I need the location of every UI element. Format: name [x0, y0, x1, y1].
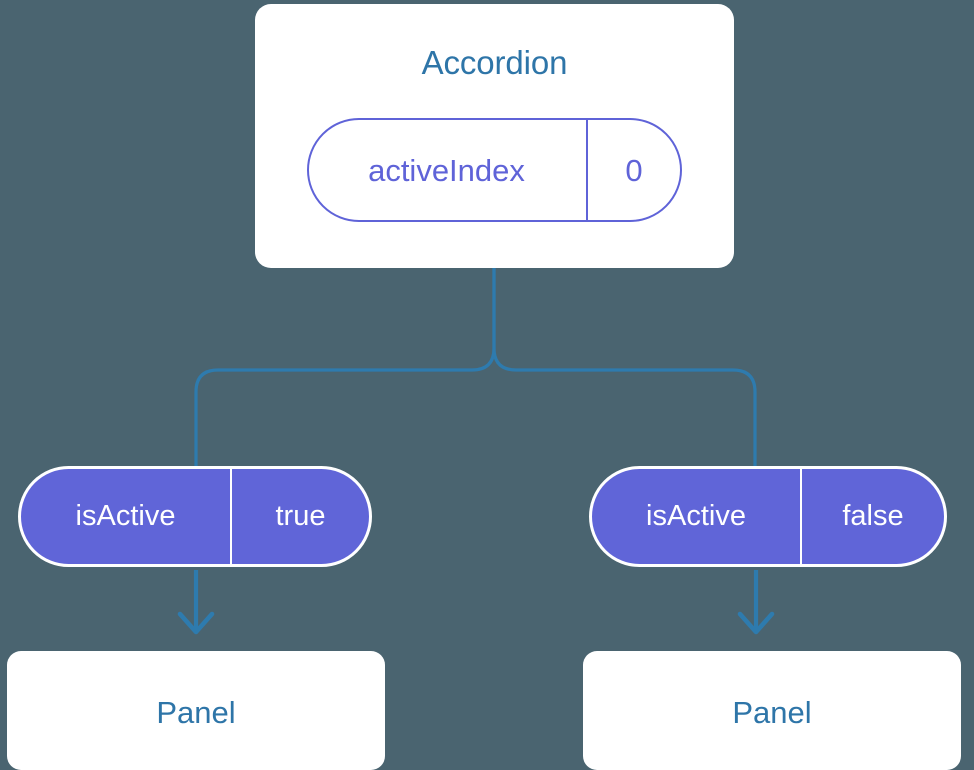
arrow-right-pill-to-panel — [737, 570, 775, 635]
prop-value-label-left: true — [275, 500, 326, 532]
prop-key-label-left: isActive — [21, 469, 232, 564]
arrow-left-pill-to-panel — [177, 570, 215, 635]
panel-component-card-right[interactable]: Panel — [583, 651, 961, 770]
prop-pill-right-is-active[interactable]: isActive false — [589, 466, 947, 567]
panel-title-right: Panel — [732, 695, 812, 730]
state-value-label: 0 — [625, 152, 643, 188]
panel-title-left: Panel — [156, 695, 236, 730]
connector-root-to-right — [492, 266, 757, 468]
state-pill-active-index[interactable]: activeIndex 0 — [307, 118, 682, 222]
accordion-title: Accordion — [421, 44, 568, 81]
state-key-label: activeIndex — [309, 120, 588, 220]
prop-value-label-right: false — [842, 500, 904, 532]
prop-pill-left-is-active[interactable]: isActive true — [18, 466, 372, 567]
connector-root-to-left — [194, 266, 496, 468]
panel-component-card-left[interactable]: Panel — [7, 651, 385, 770]
prop-key-label-right: isActive — [592, 469, 802, 564]
